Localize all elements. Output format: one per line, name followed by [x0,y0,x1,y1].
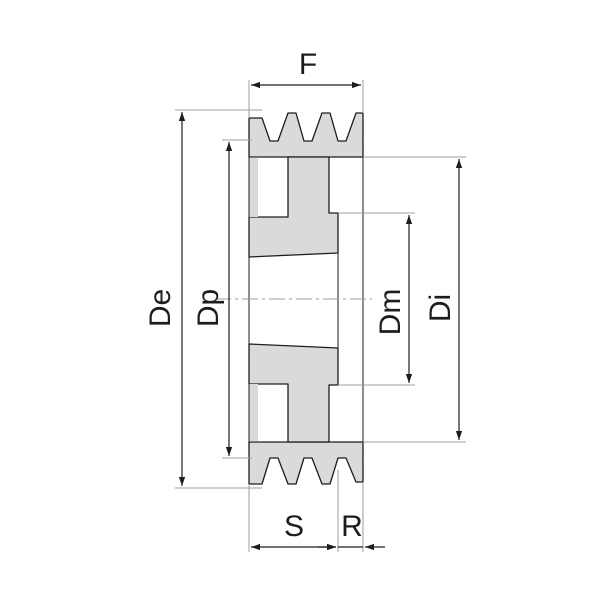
top-web [248,156,339,258]
bottom-rim [248,441,364,485]
label-R: R [341,510,363,543]
label-Dm: Dm [374,289,407,336]
label-De: De [144,289,177,327]
label-Dp: Dp [192,289,225,327]
bottom-web [248,343,339,443]
top-rim [248,112,364,158]
dimension-labels: F S R De Dp Dm Di [144,48,457,543]
left-band-lower [249,384,258,442]
label-Di: Di [424,294,457,322]
left-band [249,157,258,217]
dimension-lines [178,81,463,551]
label-F: F [299,48,317,81]
extension-lines [175,80,466,552]
label-S: S [284,510,304,543]
